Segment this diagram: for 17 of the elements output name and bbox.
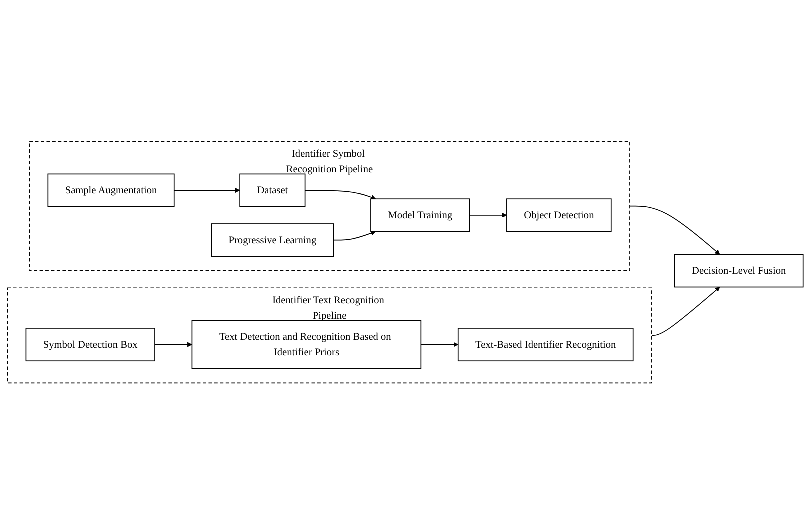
node-box: Text-Based Identifier Recognition	[458, 328, 634, 362]
node-box: Text Detection and Recognition Based on Identifier Priors	[192, 320, 422, 369]
node-box: Object Detection	[506, 198, 612, 232]
node-box: Decision-Level Fusion	[674, 254, 804, 288]
arrow	[469, 212, 508, 218]
node-box: Model Training	[370, 198, 470, 232]
arrow	[652, 286, 720, 336]
node-box: Progressive Learning	[211, 223, 334, 257]
arrow	[630, 205, 720, 254]
arrow	[420, 342, 459, 347]
node-box: Dataset	[240, 173, 306, 207]
arrow	[154, 342, 192, 347]
node-box: Symbol Detection Box	[26, 328, 156, 362]
arrow	[333, 230, 376, 240]
node-box: Sample Augmentation	[48, 173, 175, 207]
arrow	[174, 188, 240, 193]
arrow	[304, 190, 376, 200]
